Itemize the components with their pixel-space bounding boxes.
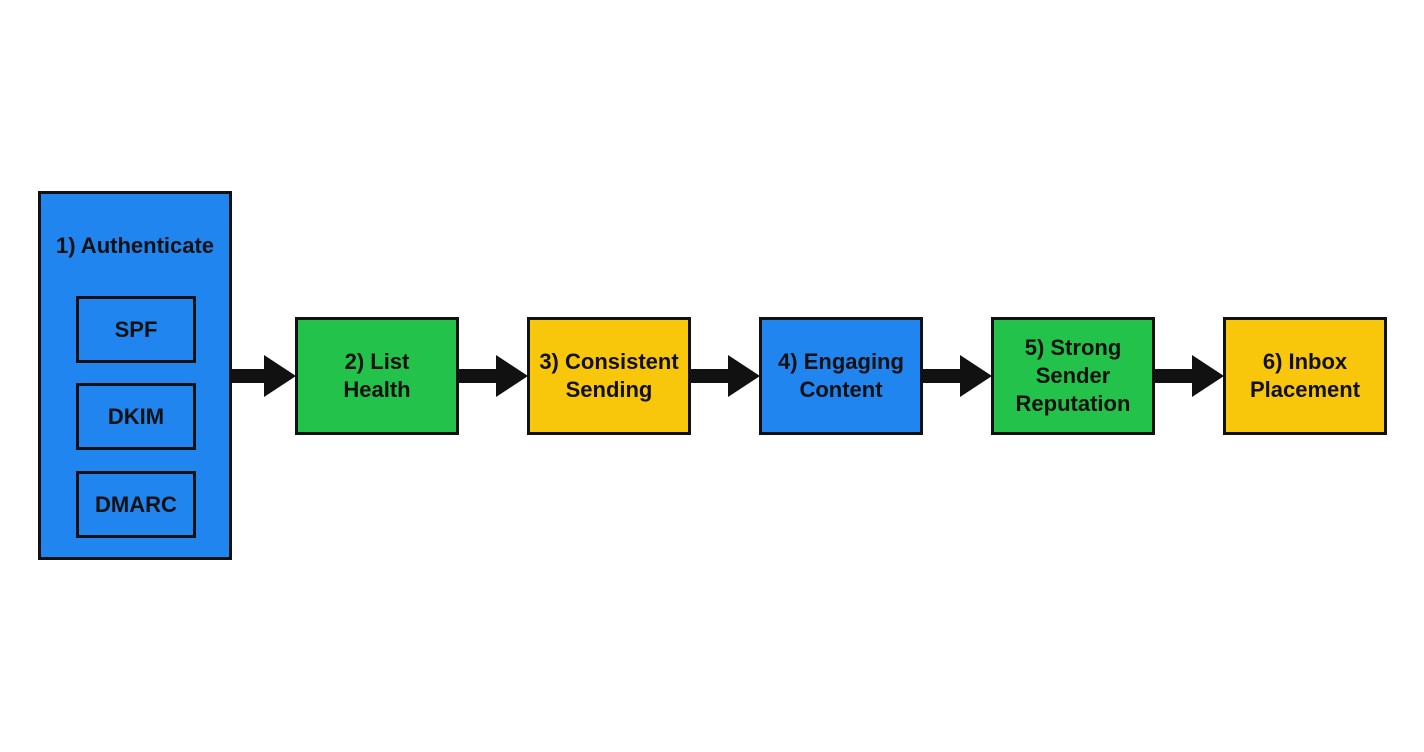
arrow-5-to-6 [1154,355,1224,397]
step-inbox-placement-label: 6) Inbox Placement [1249,349,1361,402]
step-list-health-box: 2) List Health [295,317,459,435]
spf-box: SPF [76,296,196,363]
dmarc-box: DMARC [76,471,196,538]
arrow-1-to-2 [232,355,296,397]
step-authenticate-label: 1) Authenticate [55,233,215,258]
step-authenticate-box: 1) Authenticate SPF DKIM DMARC [38,191,232,560]
step-engaging-content-label: 4) Engaging Content [778,349,904,402]
dkim-box: DKIM [76,383,196,450]
step-engaging-content-box: 4) Engaging Content [759,317,923,435]
step-sender-reputation-label: 5) Strong Sender Reputation [1015,335,1131,416]
step-sender-reputation-box: 5) Strong Sender Reputation [991,317,1155,435]
arrow-3-to-4 [690,355,760,397]
arrow-2-to-3 [458,355,528,397]
step-consistent-sending-label: 3) Consistent Sending [539,349,679,402]
step-inbox-placement-box: 6) Inbox Placement [1223,317,1387,435]
step-list-health-label: 2) List Health [343,349,411,402]
step-consistent-sending-box: 3) Consistent Sending [527,317,691,435]
arrow-4-to-5 [922,355,992,397]
